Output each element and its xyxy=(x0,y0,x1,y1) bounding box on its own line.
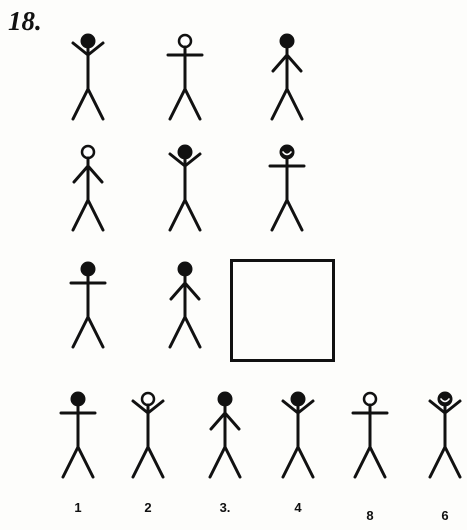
filled-head-icon xyxy=(82,263,94,275)
grid-figure-r1-c3 xyxy=(272,35,302,119)
left-arm xyxy=(211,413,225,429)
right-leg xyxy=(185,200,200,230)
left-leg xyxy=(170,317,185,347)
left-leg xyxy=(63,447,78,477)
right-leg xyxy=(88,317,103,347)
right-leg xyxy=(298,447,313,477)
open-head-icon xyxy=(364,393,376,405)
option-label-2[interactable]: 2 xyxy=(136,500,160,515)
open-head-icon xyxy=(82,146,94,158)
left-arm xyxy=(74,166,88,182)
filled-head-icon xyxy=(82,35,94,47)
open-head-icon xyxy=(179,35,191,47)
right-leg xyxy=(88,89,103,119)
left-leg xyxy=(210,447,225,477)
option-figure-3 xyxy=(210,393,240,477)
filled-head-icon xyxy=(72,393,84,405)
right-leg xyxy=(78,447,93,477)
grid-figure-r2-c3 xyxy=(270,146,304,230)
filled-head-icon xyxy=(292,393,304,405)
left-arm xyxy=(273,55,287,71)
right-leg xyxy=(88,200,103,230)
left-leg xyxy=(73,317,88,347)
smiley-head-icon xyxy=(281,146,293,158)
option-figure-1 xyxy=(61,393,95,477)
grid-figure-r3-c1 xyxy=(71,263,105,347)
option-label-5[interactable]: 8 xyxy=(358,508,382,523)
grid-figure-r3-c2 xyxy=(170,263,200,347)
right-arm xyxy=(185,283,199,299)
option-label-6[interactable]: 6 xyxy=(433,508,457,523)
option-figure-5 xyxy=(353,393,387,477)
right-leg xyxy=(225,447,240,477)
filled-head-icon xyxy=(179,263,191,275)
right-leg xyxy=(185,317,200,347)
left-leg xyxy=(170,200,185,230)
left-leg xyxy=(133,447,148,477)
option-label-1[interactable]: 1 xyxy=(66,500,90,515)
right-leg xyxy=(370,447,385,477)
left-leg xyxy=(283,447,298,477)
left-leg xyxy=(73,200,88,230)
left-leg xyxy=(430,447,445,477)
open-head-icon xyxy=(142,393,154,405)
left-leg xyxy=(272,200,287,230)
grid-figure-r1-c1 xyxy=(73,35,103,119)
left-leg xyxy=(355,447,370,477)
right-leg xyxy=(287,89,302,119)
option-figure-6 xyxy=(430,393,460,477)
option-figure-2 xyxy=(133,393,163,477)
right-leg xyxy=(148,447,163,477)
smiley-head-icon xyxy=(439,393,451,405)
grid-figure-r1-c2 xyxy=(168,35,202,119)
right-leg xyxy=(185,89,200,119)
right-arm xyxy=(287,55,301,71)
grid-figure-r2-c2 xyxy=(170,146,200,230)
right-leg xyxy=(287,200,302,230)
left-leg xyxy=(73,89,88,119)
missing-figure-box[interactable] xyxy=(230,259,335,362)
left-arm xyxy=(171,283,185,299)
option-figure-4 xyxy=(283,393,313,477)
right-arm xyxy=(225,413,239,429)
filled-head-icon xyxy=(179,146,191,158)
left-leg xyxy=(170,89,185,119)
option-label-3[interactable]: 3. xyxy=(213,500,237,515)
option-label-4[interactable]: 4 xyxy=(286,500,310,515)
right-arm xyxy=(88,166,102,182)
right-leg xyxy=(445,447,460,477)
filled-head-icon xyxy=(219,393,231,405)
filled-head-icon xyxy=(281,35,293,47)
grid-figure-r2-c1 xyxy=(73,146,103,230)
left-leg xyxy=(272,89,287,119)
